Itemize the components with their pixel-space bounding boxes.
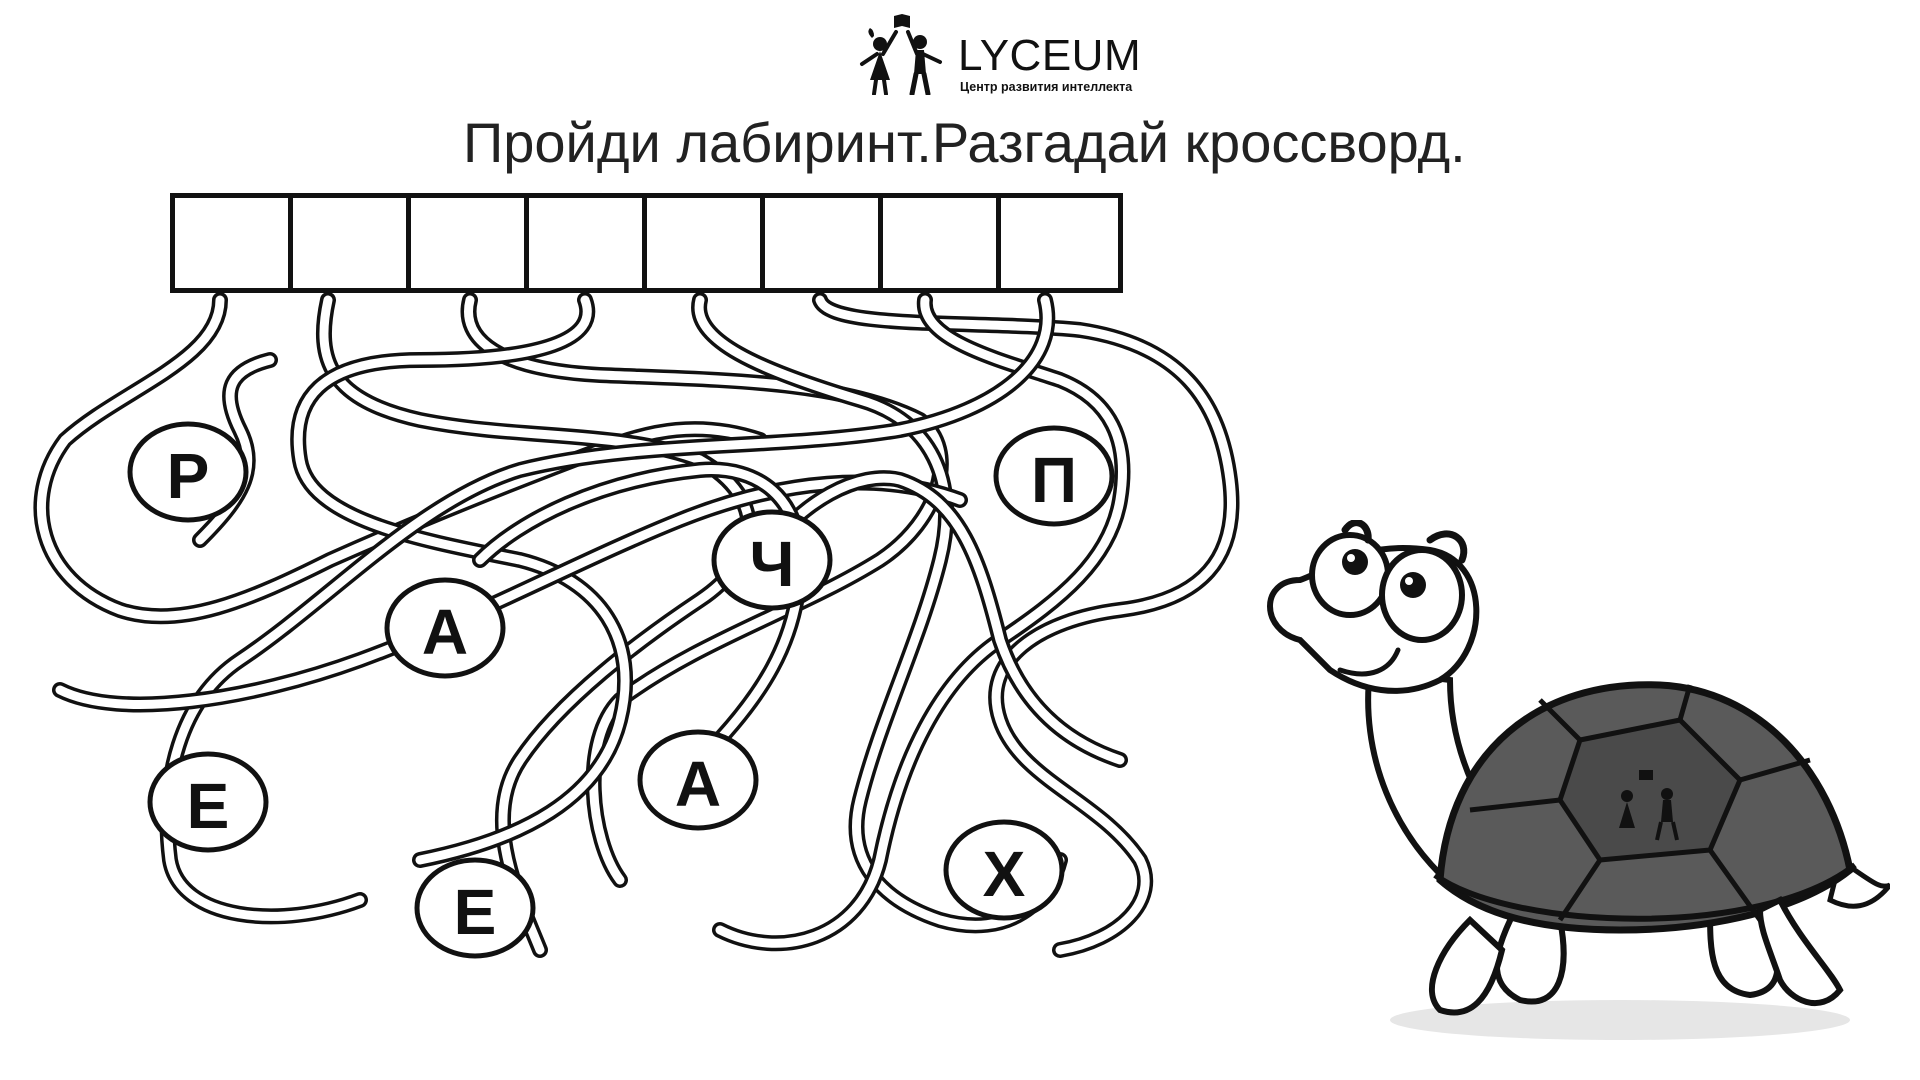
letter-5: Е bbox=[187, 770, 230, 842]
answer-cell-8[interactable] bbox=[1001, 198, 1118, 288]
turtle-icon bbox=[1267, 520, 1890, 1040]
letter-bubble-7[interactable]: А bbox=[637, 729, 759, 831]
letter-bubble-3[interactable]: Ч bbox=[711, 509, 833, 611]
answer-cell-4[interactable] bbox=[529, 198, 647, 288]
page-title: Пройди лабиринт.Разгадай кроссворд. bbox=[463, 111, 1466, 174]
maze-paths bbox=[33, 292, 1240, 958]
letter-bubble-4[interactable]: П bbox=[993, 425, 1115, 527]
letter-bubble-8[interactable]: Х bbox=[943, 819, 1065, 921]
logo-brand-text: LYCEUM bbox=[958, 31, 1142, 80]
answer-cell-5[interactable] bbox=[647, 198, 765, 288]
answer-cell-3[interactable] bbox=[411, 198, 529, 288]
letter-3: Ч bbox=[750, 528, 795, 600]
children-reading-icon bbox=[860, 14, 942, 95]
letter-6: Е bbox=[454, 876, 497, 948]
answer-cell-1[interactable] bbox=[175, 198, 293, 288]
letter-2: А bbox=[422, 596, 468, 668]
letter-7: А bbox=[675, 748, 721, 820]
letter-bubble-5[interactable]: Е bbox=[147, 751, 269, 853]
letter-1: Р bbox=[167, 440, 210, 512]
letter-bubble-1[interactable]: Р bbox=[127, 421, 249, 523]
letter-bubble-6[interactable]: Е bbox=[414, 857, 536, 959]
letter-4: П bbox=[1031, 444, 1077, 516]
answer-cell-2[interactable] bbox=[293, 198, 411, 288]
crossword-answer-grid bbox=[170, 193, 1123, 293]
letter-bubble-2[interactable]: А bbox=[384, 577, 506, 679]
logo-tagline: Центр развития интеллекта bbox=[960, 80, 1133, 94]
answer-cell-6[interactable] bbox=[765, 198, 883, 288]
answer-cell-7[interactable] bbox=[883, 198, 1001, 288]
letter-8: Х bbox=[983, 838, 1026, 910]
lyceum-logo: LYCEUM Центр развития интеллекта bbox=[850, 10, 1141, 95]
